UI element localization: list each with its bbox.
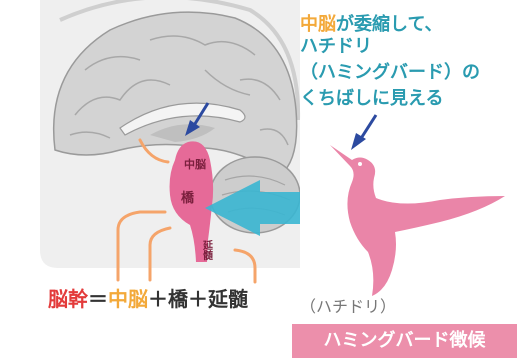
- big-pointer-arrow: [205, 180, 305, 236]
- caption-line-4: くちばしに見える: [300, 88, 444, 109]
- formula-equals: ＝: [88, 287, 108, 311]
- medulla-label: 延髄: [201, 239, 214, 261]
- formula-rest: ＋橋＋延髄: [148, 287, 248, 311]
- corpus-callosum: [119, 102, 246, 136]
- midbrain-pointer-arrow: [185, 102, 210, 136]
- cerebral-gyri: [69, 35, 289, 146]
- caption-line-2: ハチドリ: [300, 36, 372, 57]
- caption-line-1-rest: が委縮して、: [336, 14, 443, 35]
- hummingbird-sign-banner: ハミングバード徴候: [292, 324, 517, 358]
- pons-label: 橋: [181, 190, 195, 206]
- caption-line-1: 中脳が委縮して、: [300, 14, 443, 36]
- hummingbird-label: （ハチドリ）: [300, 297, 397, 316]
- skull-edge: [59, 0, 301, 121]
- caption-line-3: （ハミングバード）の: [300, 62, 480, 83]
- formula-brainstem: 脳幹: [48, 287, 88, 311]
- beak-pointer-arrow: [351, 114, 378, 150]
- brainstem: [169, 141, 214, 262]
- midbrain-label: 中脳: [184, 157, 206, 171]
- ventricle: [150, 124, 215, 142]
- brainstem-formula: 脳幹＝中脳＋橋＋延髄: [48, 283, 248, 312]
- caption-midbrain-highlight: 中脳: [300, 14, 336, 35]
- hummingbird-icon: [330, 145, 505, 296]
- callout-lines: [116, 138, 257, 284]
- formula-midbrain: 中脳: [108, 287, 148, 311]
- arrow-gap: [300, 175, 322, 235]
